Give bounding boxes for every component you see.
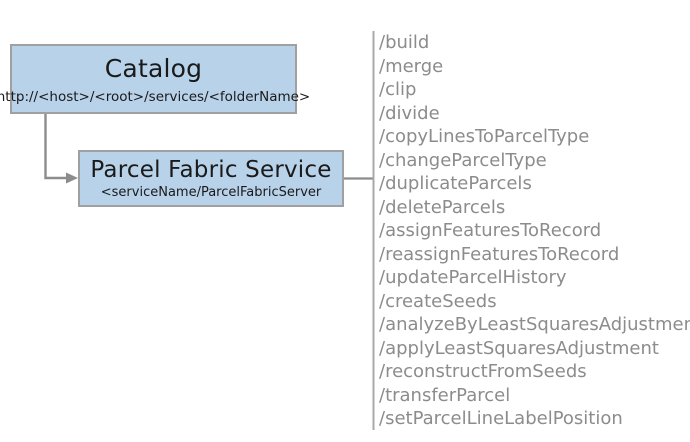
operation-item[interactable]: /updateParcelHistory xyxy=(379,267,567,288)
operation-item[interactable]: /reconstructFromSeeds xyxy=(379,361,587,382)
operation-item[interactable]: /duplicateParcels xyxy=(379,173,532,194)
operation-item[interactable]: /transferParcel xyxy=(379,384,511,406)
node-catalog[interactable]: Catalog http://<host>/<root>/services/<f… xyxy=(0,44,310,114)
node-parcel-fabric-service[interactable]: Parcel Fabric Service <serviceName/Parce… xyxy=(78,150,344,207)
operation-item[interactable]: /setParcelLineLabelPosition xyxy=(379,408,623,429)
operation-item[interactable]: /copyLinesToParcelType xyxy=(379,126,590,147)
parcel-fabric-service-title: Parcel Fabric Service xyxy=(90,157,332,184)
operations-list: /build /merge /clip /divide /copyLinesTo… xyxy=(379,31,690,431)
catalog-url: http://<host>/<root>/services/<folderNam… xyxy=(0,88,311,105)
arrowhead-icon xyxy=(66,172,78,184)
operation-item[interactable]: /reassignFeaturesToRecord xyxy=(379,243,620,265)
operation-item[interactable]: /clip xyxy=(379,79,417,100)
connector-catalog-to-service xyxy=(44,114,67,180)
operation-item[interactable]: /createSeeds xyxy=(379,290,497,312)
operation-item[interactable]: /applyLeastSquaresAdjustment xyxy=(379,337,659,359)
operation-item[interactable]: /build xyxy=(379,32,430,53)
operation-item[interactable]: /merge xyxy=(379,55,444,77)
operation-item[interactable]: /deleteParcels xyxy=(379,196,506,218)
operation-item[interactable]: /assignFeaturesToRecord xyxy=(379,220,602,241)
operation-item[interactable]: /analyzeByLeastSquaresAdjustment xyxy=(379,314,690,335)
parcel-fabric-service-url: <serviceName/ParcelFabricServer xyxy=(100,185,322,201)
operation-item[interactable]: /changeParcelType xyxy=(379,149,547,171)
operation-item[interactable]: /divide xyxy=(379,102,440,124)
catalog-title: Catalog xyxy=(104,54,203,84)
